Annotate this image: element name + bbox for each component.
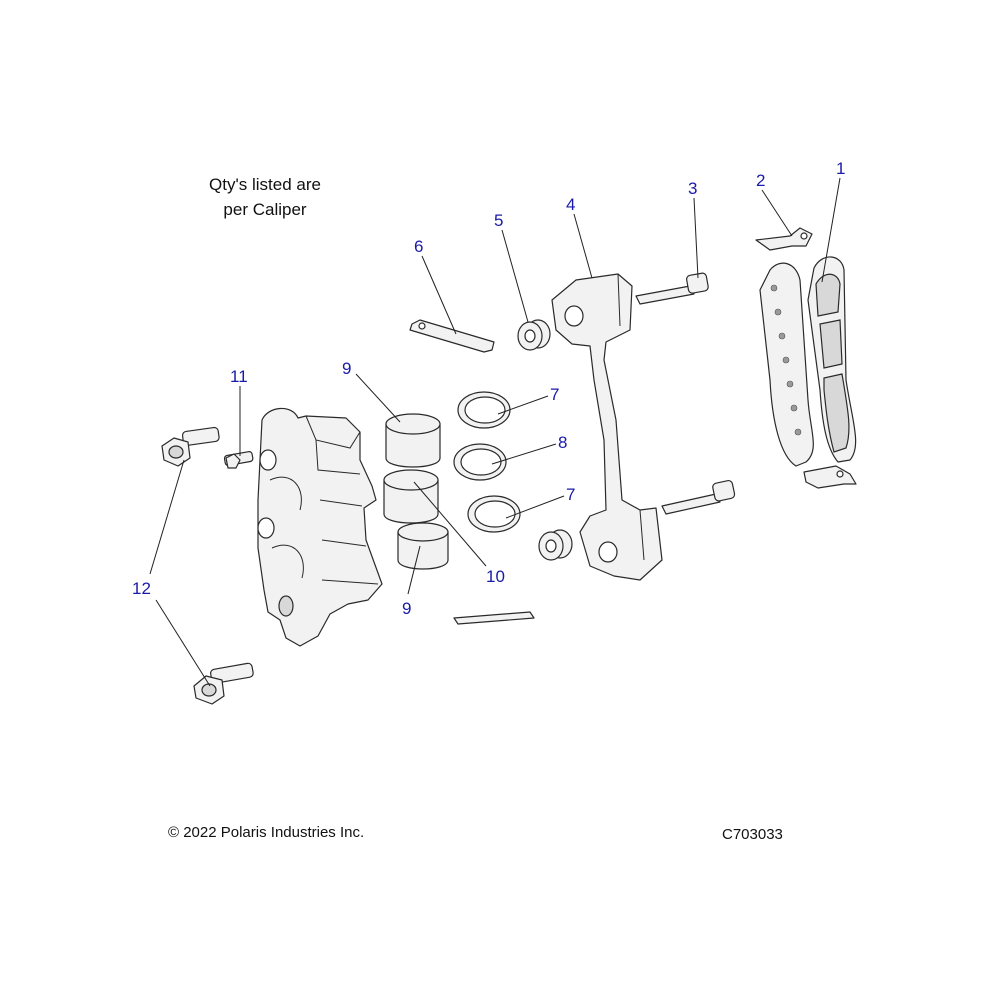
part-4-bracket: [551, 273, 663, 581]
part-6-plate-upper: [409, 319, 495, 353]
part-7-seal-lower: [467, 495, 521, 533]
copyright-text: © 2022 Polaris Industries Inc.: [168, 824, 365, 841]
callout-9-upper: 9: [342, 359, 351, 378]
callout-12: 12: [132, 579, 151, 598]
caliper-body: [257, 407, 383, 647]
part-2-spring-lower: [803, 465, 857, 489]
part-9-piston-lower: [397, 522, 449, 570]
part-10-piston-middle: [383, 469, 439, 524]
callouts: 1 2 3 4 5 6 7 7 8 9 9 10 11 12: [132, 159, 845, 618]
part-8-seal: [453, 443, 507, 481]
callout-3: 3: [688, 179, 697, 198]
part-1-pad-backing: [759, 262, 814, 467]
part-3-pin-upper: [635, 272, 709, 305]
quantity-note: Qty's listed are per Caliper: [180, 172, 350, 222]
part-12-bolt-upper: [161, 426, 220, 467]
leader-lines: [149, 177, 841, 687]
callout-5: 5: [494, 211, 503, 230]
part-11-bleeder: [223, 451, 254, 469]
callout-7-lower: 7: [566, 485, 575, 504]
part-9-piston-upper: [385, 413, 441, 468]
callout-2: 2: [756, 171, 765, 190]
part-12-bolt-lower: [193, 662, 254, 705]
quantity-note-line-1: Qty's listed are: [209, 175, 321, 194]
part-2-spring-upper: [755, 227, 813, 251]
figure-id: C703033: [722, 826, 783, 843]
callout-1: 1: [836, 159, 845, 178]
quantity-note-line-2: per Caliper: [223, 200, 307, 219]
callout-8: 8: [558, 433, 567, 452]
part-7-seal-upper: [457, 391, 511, 429]
part-5-bushing-upper: [517, 319, 551, 351]
callout-10: 10: [486, 567, 505, 586]
part-5-bushing-lower: [538, 529, 573, 561]
part-6-plate-lower: [453, 611, 535, 625]
part-1-pad-friction: [807, 256, 857, 463]
callout-9-lower: 9: [402, 599, 411, 618]
callout-4: 4: [566, 195, 575, 214]
callout-7-upper: 7: [550, 385, 559, 404]
callout-11: 11: [230, 367, 248, 386]
part-3-pin-lower: [661, 479, 736, 515]
callout-6: 6: [414, 237, 423, 256]
